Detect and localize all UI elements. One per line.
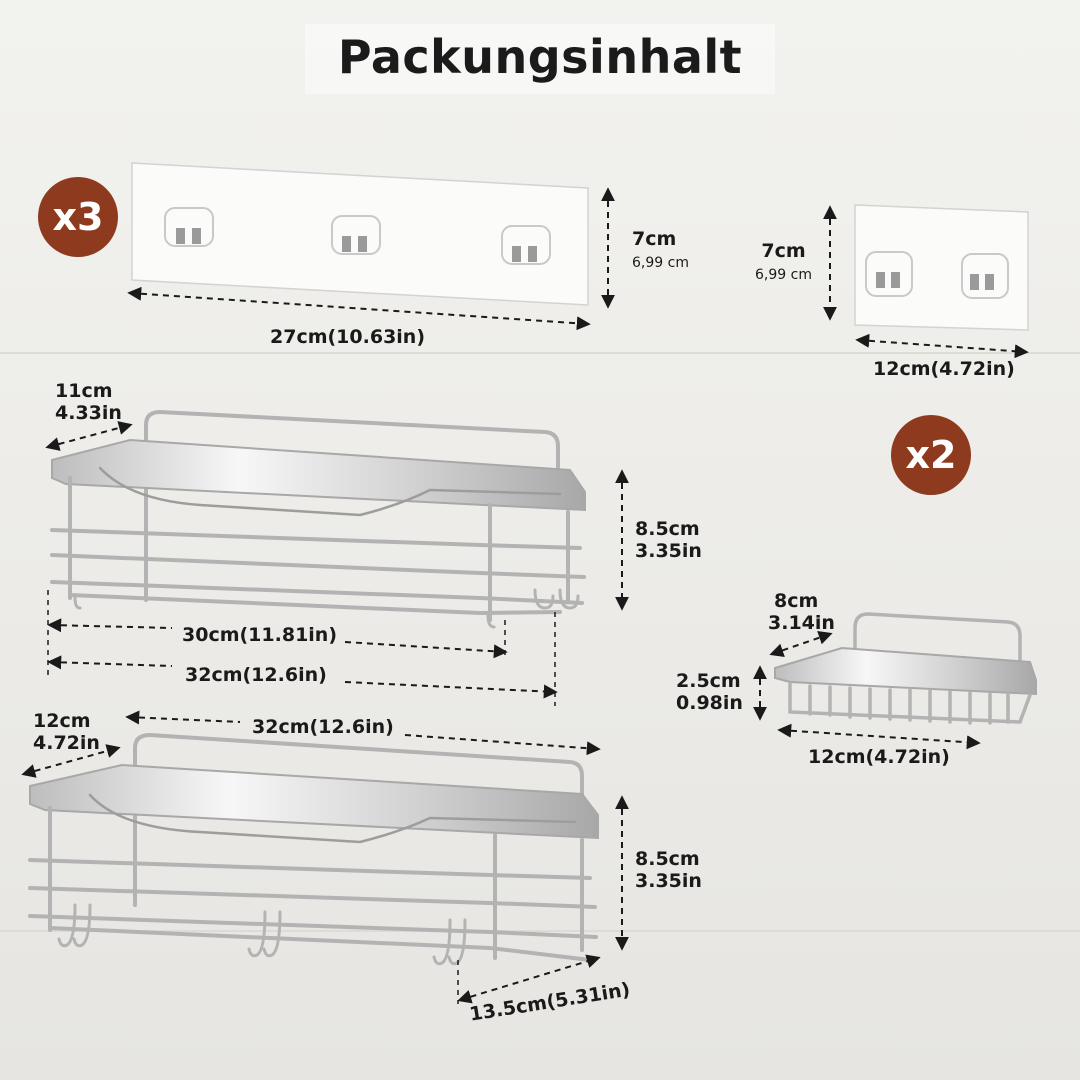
basket-upper-outer-width: 32cm(12.6in) [185, 664, 327, 686]
adhesive-strip-small [854, 204, 1029, 331]
adhesive-hook-icon [331, 215, 381, 255]
soap-dish-icon [774, 612, 1037, 725]
soap-dish-depth: 8cm 3.14in [768, 590, 835, 634]
tile-seam-1 [0, 352, 1080, 354]
adhesive-hook-icon [961, 253, 1009, 299]
basket-lower-height: 8.5cm 3.35in [635, 848, 702, 892]
shower-basket-icon [28, 732, 599, 966]
dishes-quantity-badge: x2 [891, 415, 971, 495]
basket-upper-inner-width: 30cm(11.81in) [182, 624, 338, 646]
basket-lower-width: 32cm(12.6in) [252, 716, 394, 738]
shower-basket-icon [50, 409, 586, 629]
adhesive-hook-icon [164, 207, 214, 247]
tile-seam-2 [0, 930, 1080, 932]
adhesive-hook-icon [865, 251, 913, 297]
strip-small-height: 7cm 6,99 cm [755, 240, 812, 283]
title-band [305, 24, 775, 94]
strips-quantity-badge: x3 [38, 177, 118, 257]
strip-large-width: 27cm(10.63in) [270, 326, 426, 348]
adhesive-hook-icon [501, 225, 551, 265]
soap-dish-width: 12cm(4.72in) [808, 746, 950, 768]
strip-large-height: 7cm 6,99 cm [632, 228, 689, 271]
strip-small-width: 12cm(4.72in) [873, 358, 1015, 380]
page-title: Packungsinhalt [337, 30, 743, 84]
basket-upper-depth: 11cm 4.33in [55, 380, 122, 424]
soap-dish-height: 2.5cm 0.98in [676, 670, 743, 714]
basket-lower-depth: 12cm 4.72in [33, 710, 100, 754]
basket-upper-height: 8.5cm 3.35in [635, 518, 702, 562]
adhesive-strip-large [131, 162, 589, 306]
